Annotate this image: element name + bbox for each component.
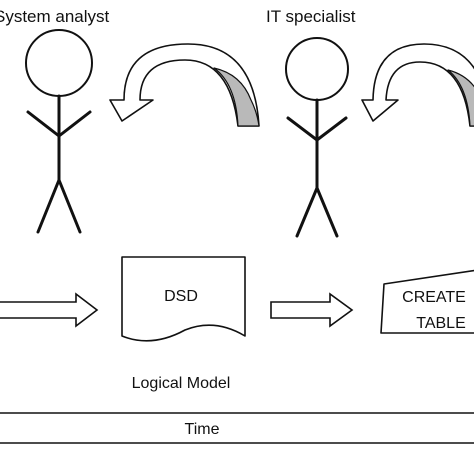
timeline-label: Time <box>185 421 220 438</box>
curved-arrow-analyst-icon <box>109 43 260 127</box>
it-specialist-right-arm <box>315 116 348 142</box>
it-specialist-title: IT specialist <box>266 7 356 26</box>
system-analyst-left-leg <box>36 178 61 234</box>
dsd-document: DSD <box>121 256 246 342</box>
it-specialist-right-leg <box>315 186 339 238</box>
logical-model-caption: Logical Model <box>132 375 231 392</box>
system-analyst-title: System analyst <box>0 7 110 26</box>
system-analyst-figure <box>25 29 93 234</box>
it-specialist-figure <box>285 37 349 238</box>
system-analyst-right-arm <box>57 110 92 138</box>
system-analyst-right-leg <box>57 178 82 234</box>
flow-arrow-middle-icon <box>270 292 354 328</box>
create-table-label-line1: CREATE <box>402 289 466 306</box>
create-table-shape: CREATE TABLE <box>380 269 474 334</box>
dsd-label: DSD <box>164 288 198 305</box>
it-specialist-left-arm <box>286 116 319 142</box>
timeline-bar: Time <box>0 412 474 444</box>
system-analyst-head <box>25 29 93 97</box>
curved-arrow-specialist-icon <box>361 43 474 127</box>
it-specialist-head <box>285 37 349 101</box>
it-specialist-left-leg <box>295 186 319 238</box>
system-analyst-left-arm <box>26 110 61 138</box>
create-table-label-line2: TABLE <box>416 315 466 332</box>
flow-arrow-left-icon <box>0 292 99 328</box>
